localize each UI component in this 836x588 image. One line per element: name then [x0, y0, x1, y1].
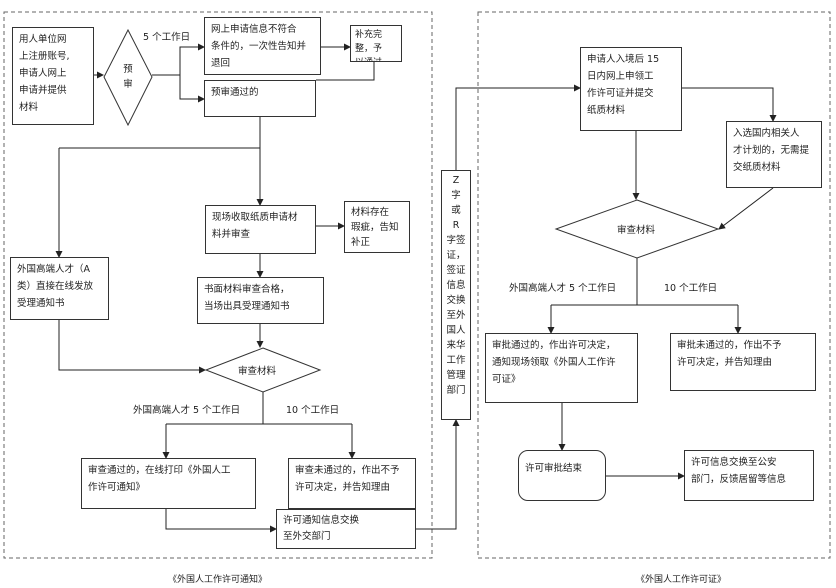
conn-branch-reject	[179, 43, 205, 75]
label-five-right: 外国高端人才 5 个工作日	[509, 283, 617, 294]
left-panel-border	[3, 11, 433, 559]
pre-review-diamond	[103, 28, 153, 127]
collect-box: 现场收取纸质申请材 料并审查	[205, 205, 316, 254]
end-box: 许可审批结束	[518, 450, 606, 501]
conn-branch-pass	[179, 75, 205, 103]
approved-box-left: 审查通过的，在线打印《外国人工 作许可通知》	[81, 458, 256, 509]
right-caption: 《外国人工作许可证》	[636, 575, 727, 585]
conn-talent-review	[718, 187, 774, 230]
label-ten-left: 10 个工作日	[286, 405, 340, 416]
conn-supplement-pass	[316, 62, 375, 81]
entry-box: 申请人入境后 15 日内网上申领工 作许可证并提交 纸质材料	[580, 47, 682, 131]
start-box-text: 用人单位网 上注册账号, 申请人网上 申请并提供 材料	[19, 34, 70, 113]
approved-box-right: 审批通过的，作出许可决定， 通知现场领取《外国人工作许 可证》	[485, 333, 638, 403]
pre-review-label: 预 审	[123, 64, 133, 90]
accept-box: 书面材料审查合格， 当场出具受理通知书	[197, 277, 324, 324]
review-materials-right: 审查材料	[617, 225, 656, 236]
right-panel-border	[477, 11, 831, 559]
pass-box: 预审通过的	[204, 80, 316, 117]
visa-box: Z 字 或 R 字签 证， 签证 信息 交换 至外 国人 来华 工作 管理 部门	[441, 170, 471, 420]
conn-aclass-review	[58, 320, 206, 374]
review-materials-left: 审查材料	[238, 366, 277, 377]
conn-approved-exchange	[165, 509, 277, 533]
five-days-label-top: 5 个工作日	[143, 32, 191, 43]
supplement-box: 补充完整，予 以通过	[350, 25, 402, 62]
start-box: 用人单位网 上注册账号, 申请人网上 申请并提供 材料	[12, 27, 94, 125]
label-five-left: 外国高端人才 5 个工作日	[133, 405, 241, 416]
defect-box: 材料存在 瑕疵，告知 补正	[344, 201, 410, 253]
talent-box: 入选国内相关人 才计划的，无需提 交纸质材料	[726, 121, 822, 188]
reject-box: 网上申请信息不符合 条件的，一次性告知并 退回	[204, 17, 321, 75]
a-class-box: 外国高端人才（A 类）直接在线发放 受理通知书	[10, 257, 109, 320]
rejected-box-left: 审查未通过的，作出不予 许可决定，并告知理由	[288, 458, 416, 509]
conn-visa-entry	[455, 84, 581, 170]
exchange-box: 许可通知信息交换 至外交部门	[276, 509, 416, 549]
conn-entry-talent	[682, 87, 777, 122]
conn-exchange-visa	[416, 419, 460, 530]
rejected-box-right: 审批未通过的，作出不予 许可决定，并告知理由	[670, 333, 816, 391]
left-caption: 《外国人工作许可通知》	[168, 575, 268, 585]
share-box: 许可信息交换至公安 部门，反馈居留等信息	[684, 450, 814, 501]
label-ten-right: 10 个工作日	[664, 283, 718, 294]
